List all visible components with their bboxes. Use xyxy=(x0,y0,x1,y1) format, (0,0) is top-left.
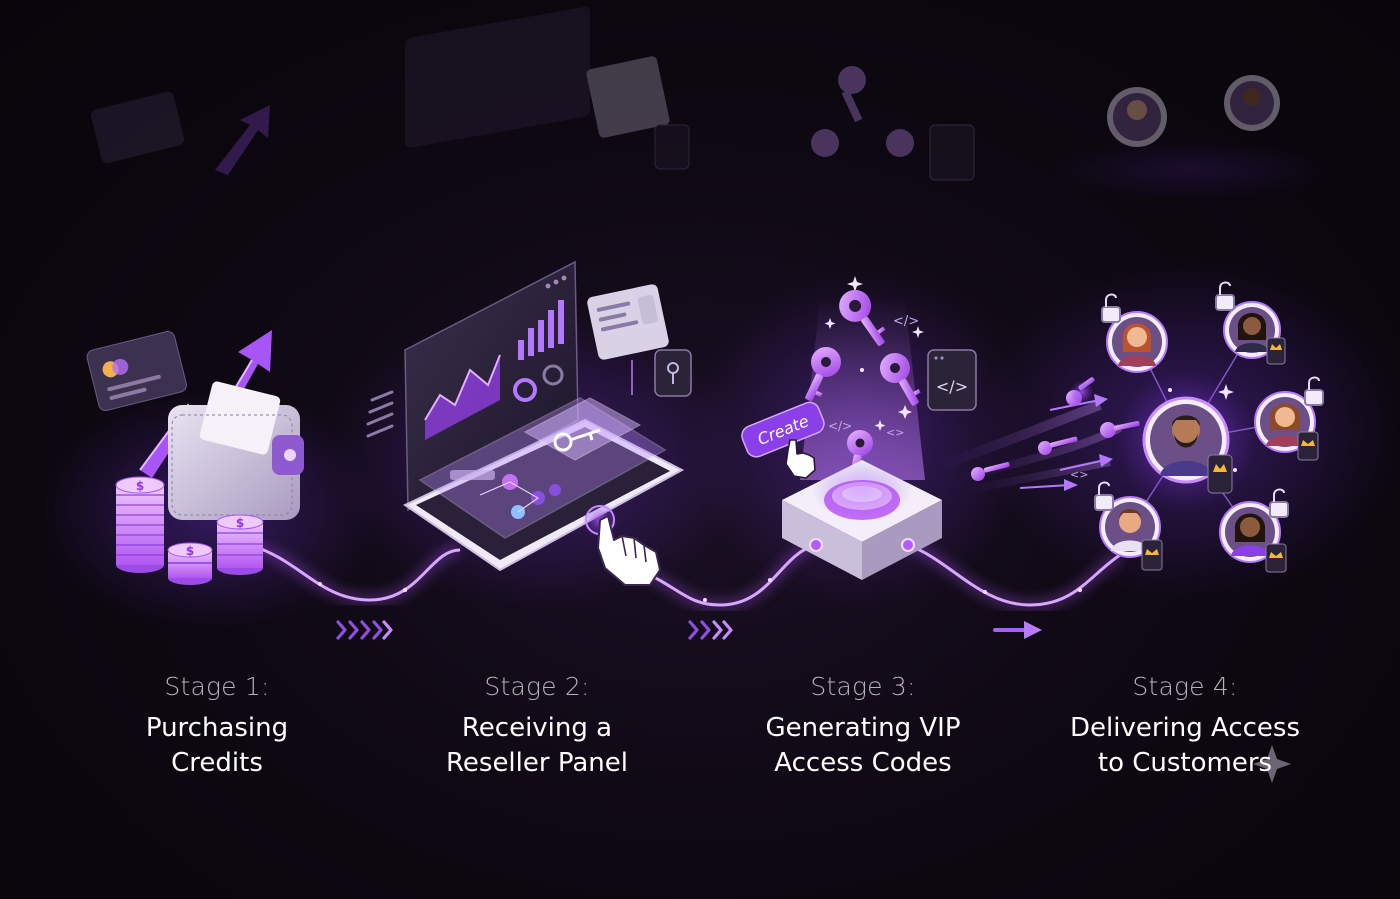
stage-1-title-line-2: Credits xyxy=(171,748,263,778)
lock-open-icon xyxy=(1269,488,1289,518)
sparkle-icon xyxy=(1253,745,1291,783)
avatar-center xyxy=(1142,396,1233,494)
avatar-customer-3 xyxy=(1254,391,1319,461)
stage-1-title: Purchasing Credits xyxy=(52,711,382,781)
svg-text:</>: </> xyxy=(936,377,968,396)
flow-path xyxy=(248,540,1123,611)
arrow-right-3 xyxy=(993,621,1042,639)
stage-4-illustration: <> xyxy=(938,281,1324,573)
stage-4-title-line-2: to Customers xyxy=(1097,748,1273,778)
stage-2-title-line-2: Reseller Panel xyxy=(446,748,628,778)
chevron-arrow-2 xyxy=(688,620,733,640)
chevron-arrow-1 xyxy=(336,620,393,640)
lock-open-icon xyxy=(1101,293,1121,323)
stage-3-illustration: </> </> <> </> xyxy=(782,276,977,580)
lock-open-icon xyxy=(1304,376,1324,406)
stage-4-title: Delivering Access to Customers xyxy=(1020,711,1350,781)
svg-text:<>: <> xyxy=(886,426,904,439)
avatar-customer-2 xyxy=(1223,301,1286,365)
svg-text:$: $ xyxy=(236,516,244,530)
stage-1-number: Stage 1: xyxy=(164,672,270,701)
stage-4-title-line-1: Delivering Access xyxy=(1069,713,1300,743)
reflection-customers xyxy=(1050,75,1330,200)
svg-text:$: $ xyxy=(136,479,144,493)
pointer-hand-icon xyxy=(785,439,816,479)
stage-3-number: Stage 3: xyxy=(810,672,916,701)
stage-4-number: Stage 4: xyxy=(1132,672,1238,701)
svg-text:</>: </> xyxy=(828,419,852,433)
reflection-row xyxy=(90,6,690,175)
stage-2-number: Stage 2: xyxy=(484,672,590,701)
stage-2-title: Receiving a Reseller Panel xyxy=(372,711,702,781)
lock-open-icon xyxy=(1094,481,1114,511)
svg-text:<>: <> xyxy=(1070,468,1088,481)
stage-4-label: Stage 4: Delivering Access to Customers xyxy=(1020,672,1350,781)
stage-3-title-line-2: Access Codes xyxy=(774,748,952,778)
stage-2-illustration xyxy=(366,260,692,586)
avatar-customer-1 xyxy=(1106,311,1168,373)
stage-3-title-line-1: Generating VIP xyxy=(765,713,961,743)
stage-1-title-line-1: Purchasing xyxy=(145,713,289,743)
avatar-customer-4 xyxy=(1099,496,1163,571)
stage-2-label: Stage 2: Receiving a Reseller Panel xyxy=(372,672,702,781)
avatar-customer-5 xyxy=(1219,501,1287,573)
stage-2-title-line-1: Receiving a xyxy=(461,713,613,743)
stage-1-label: Stage 1: Purchasing Credits xyxy=(52,672,382,781)
stage-3-label: Stage 3: Generating VIP Access Codes xyxy=(698,672,1028,781)
reflection-keys xyxy=(811,66,975,181)
lock-open-icon xyxy=(1215,281,1235,311)
svg-text:$: $ xyxy=(186,544,194,558)
svg-text:</>: </> xyxy=(893,314,919,329)
stage-3-title: Generating VIP Access Codes xyxy=(698,711,1028,781)
stage-1-illustration: $ $ $ xyxy=(86,330,304,585)
